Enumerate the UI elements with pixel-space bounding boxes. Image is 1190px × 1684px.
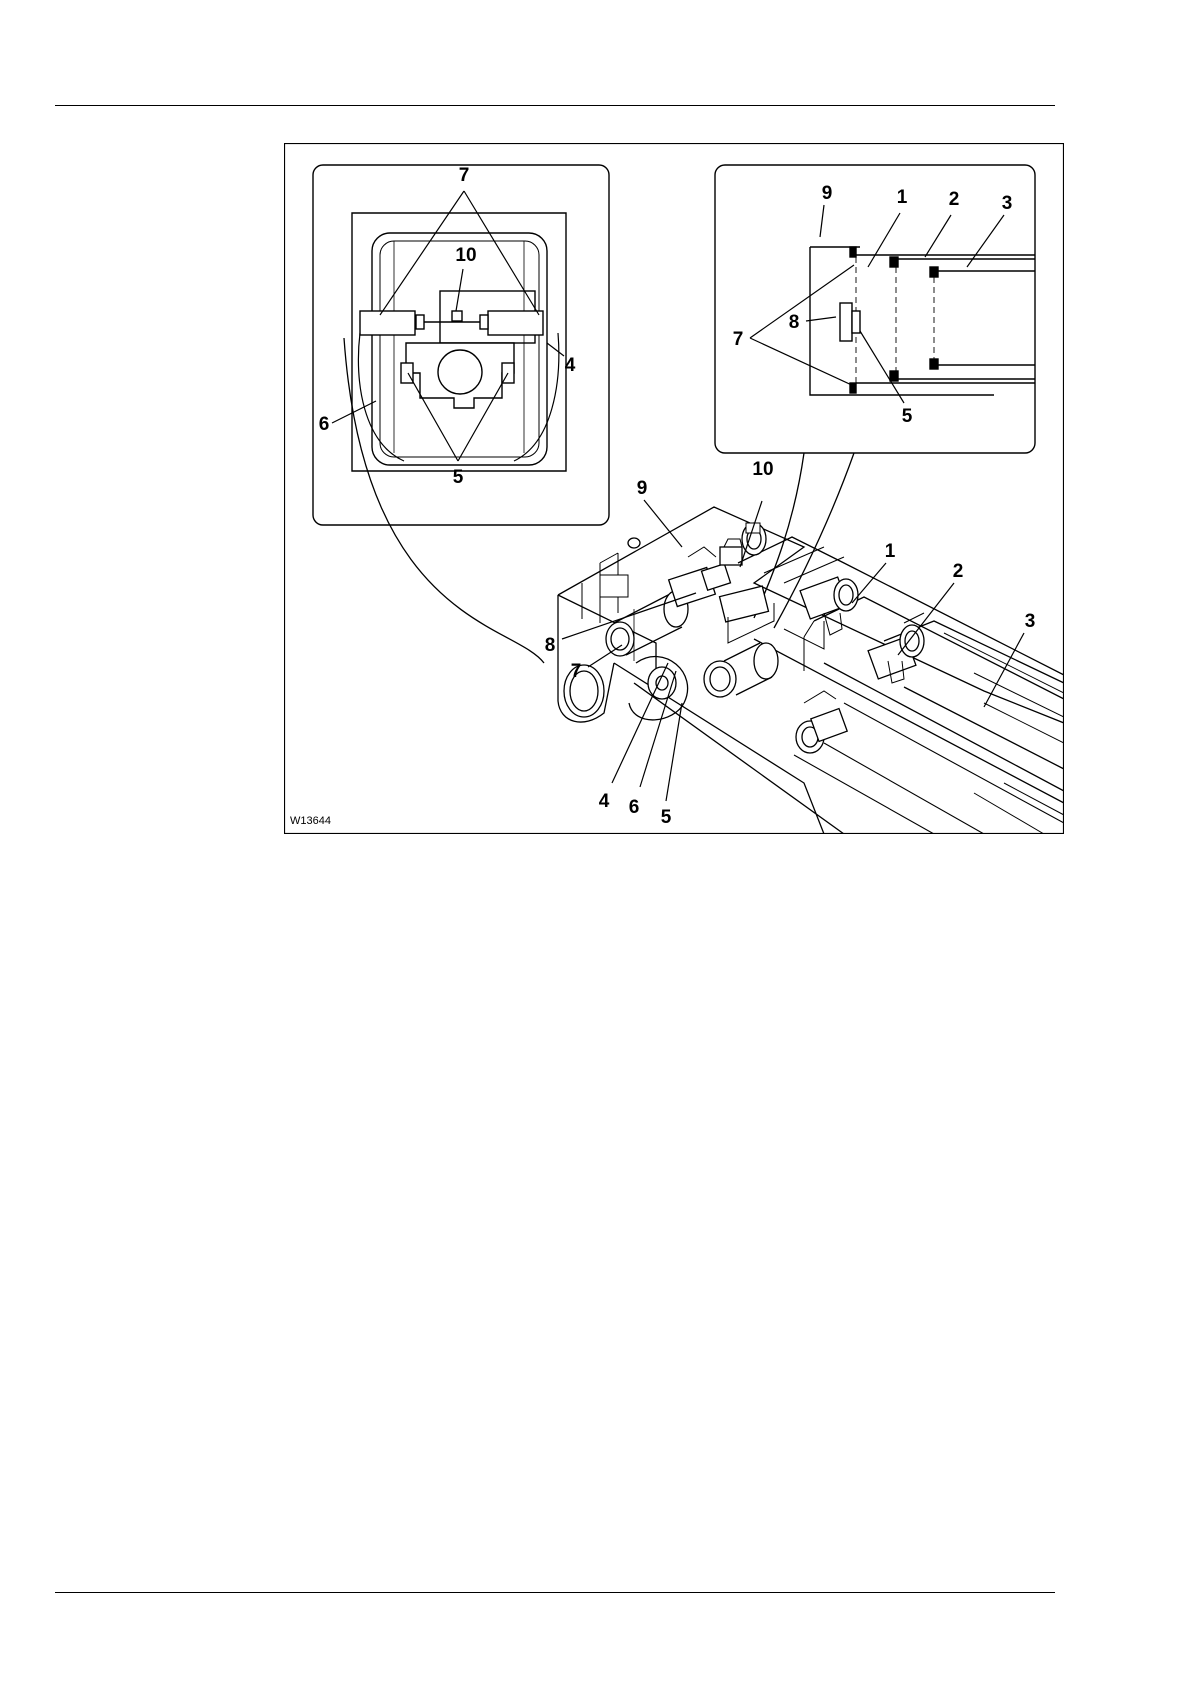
right-inset: [715, 165, 1035, 628]
right-label-8: 8: [789, 312, 800, 333]
main-label-9: 9: [637, 478, 648, 499]
main-label-6: 6: [629, 797, 640, 818]
right-label-7: 7: [733, 329, 744, 350]
left-label-6: 6: [319, 414, 330, 435]
right-label-1: 1: [897, 187, 908, 208]
left-inset: [313, 165, 609, 663]
header-rule: [55, 105, 1055, 106]
left-label-5: 5: [453, 467, 464, 488]
left-label-7: 7: [459, 165, 470, 186]
main-label-1: 1: [885, 541, 896, 562]
main-label-8: 8: [545, 635, 556, 656]
right-label-3: 3: [1002, 193, 1013, 214]
main-label-10: 10: [752, 459, 773, 480]
technical-illustration: 7 10 4 6 5 9 1 2 3 8 7 5: [284, 143, 1064, 834]
figure-id: W13644: [290, 815, 331, 827]
left-label-4: 4: [565, 355, 576, 376]
main-label-3: 3: [1025, 611, 1036, 632]
footer-rule: [55, 1592, 1055, 1593]
illustration-svg: 7 10 4 6 5 9 1 2 3 8 7 5: [284, 143, 1064, 834]
main-label-5: 5: [661, 807, 672, 828]
main-label-7: 7: [571, 661, 582, 682]
right-label-9: 9: [822, 183, 833, 204]
main-label-2: 2: [953, 561, 964, 582]
left-label-10: 10: [455, 245, 476, 266]
right-label-2: 2: [949, 189, 960, 210]
main-label-4: 4: [599, 791, 610, 812]
right-label-5: 5: [902, 406, 913, 427]
